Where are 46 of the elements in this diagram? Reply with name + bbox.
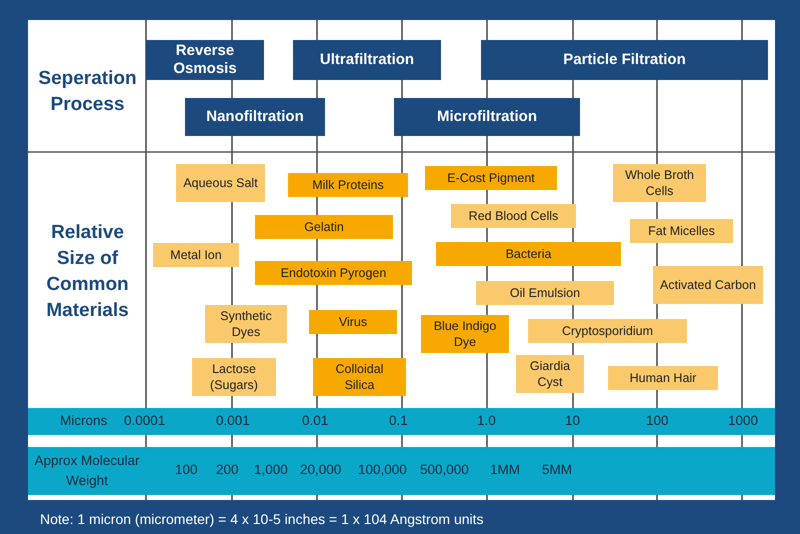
row-heading: Seperation Process bbox=[37, 67, 138, 117]
footnote: Note: 1 micron (micrometer) = 4 x 10-5 inches = 1 x 104 Angstrom units bbox=[40, 511, 484, 527]
material-bar: Virus bbox=[309, 310, 397, 334]
material-bar: Endotoxin Pyrogen bbox=[255, 261, 412, 285]
scale-value: 100 bbox=[646, 413, 669, 428]
scale-value: 5MM bbox=[542, 462, 572, 477]
material-bar: Colloidal Silica bbox=[313, 358, 406, 396]
material-bar: Oil Emulsion bbox=[476, 281, 614, 305]
scale-value: 0.001 bbox=[216, 413, 250, 428]
scale-value: 100,000 bbox=[358, 462, 407, 477]
material-bar: Cryptosporidium bbox=[528, 319, 687, 343]
material-bar: E-Cost Pigment bbox=[425, 166, 557, 190]
scale-value: 0.1 bbox=[389, 413, 408, 428]
process-band: Nanofiltration bbox=[185, 98, 325, 136]
scale-value: 0.01 bbox=[302, 413, 328, 428]
process-band: Reverse Osmosis bbox=[146, 40, 264, 80]
material-bar: Synthetic Dyes bbox=[205, 305, 287, 343]
scale-value: 1MM bbox=[490, 462, 520, 477]
scale-value: 0.0001 bbox=[124, 413, 166, 428]
material-bar: Activated Carbon bbox=[653, 266, 763, 304]
scale-value: 200 bbox=[216, 462, 239, 477]
material-bar: Milk Proteins bbox=[288, 173, 408, 197]
material-bar: Lactose (Sugars) bbox=[192, 358, 276, 396]
material-bar: Giardia Cyst bbox=[516, 355, 584, 393]
material-bar: Blue Indigo Dye bbox=[421, 315, 509, 353]
row-heading: Relative Size of Common Materials bbox=[45, 221, 130, 323]
material-bar: Aqueous Salt bbox=[176, 164, 265, 202]
material-bar: Gelatin bbox=[255, 215, 393, 239]
scale-value: 20,000 bbox=[300, 462, 342, 477]
material-bar: Fat Micelles bbox=[630, 219, 733, 243]
material-bar: Metal Ion bbox=[153, 243, 239, 267]
scale-value: 100 bbox=[175, 462, 198, 477]
material-bar: Bacteria bbox=[436, 242, 621, 266]
material-bar: Whole Broth Cells bbox=[613, 164, 706, 202]
scale-value: 500,000 bbox=[420, 462, 469, 477]
scale-value: 1.0 bbox=[477, 413, 496, 428]
material-bar: Red Blood Cells bbox=[451, 204, 576, 228]
material-bar: Human Hair bbox=[608, 366, 718, 390]
process-band: Ultrafiltration bbox=[293, 40, 441, 80]
scale-value: 1000 bbox=[728, 413, 758, 428]
process-band: Microfiltration bbox=[394, 98, 580, 136]
scale-value: Microns bbox=[60, 413, 108, 428]
scale-value: 1,000 bbox=[254, 462, 288, 477]
scale-value: 10 bbox=[565, 413, 580, 428]
process-band: Particle Filtration bbox=[481, 40, 768, 80]
row-heading: Approx Molecular Weight bbox=[33, 452, 141, 490]
